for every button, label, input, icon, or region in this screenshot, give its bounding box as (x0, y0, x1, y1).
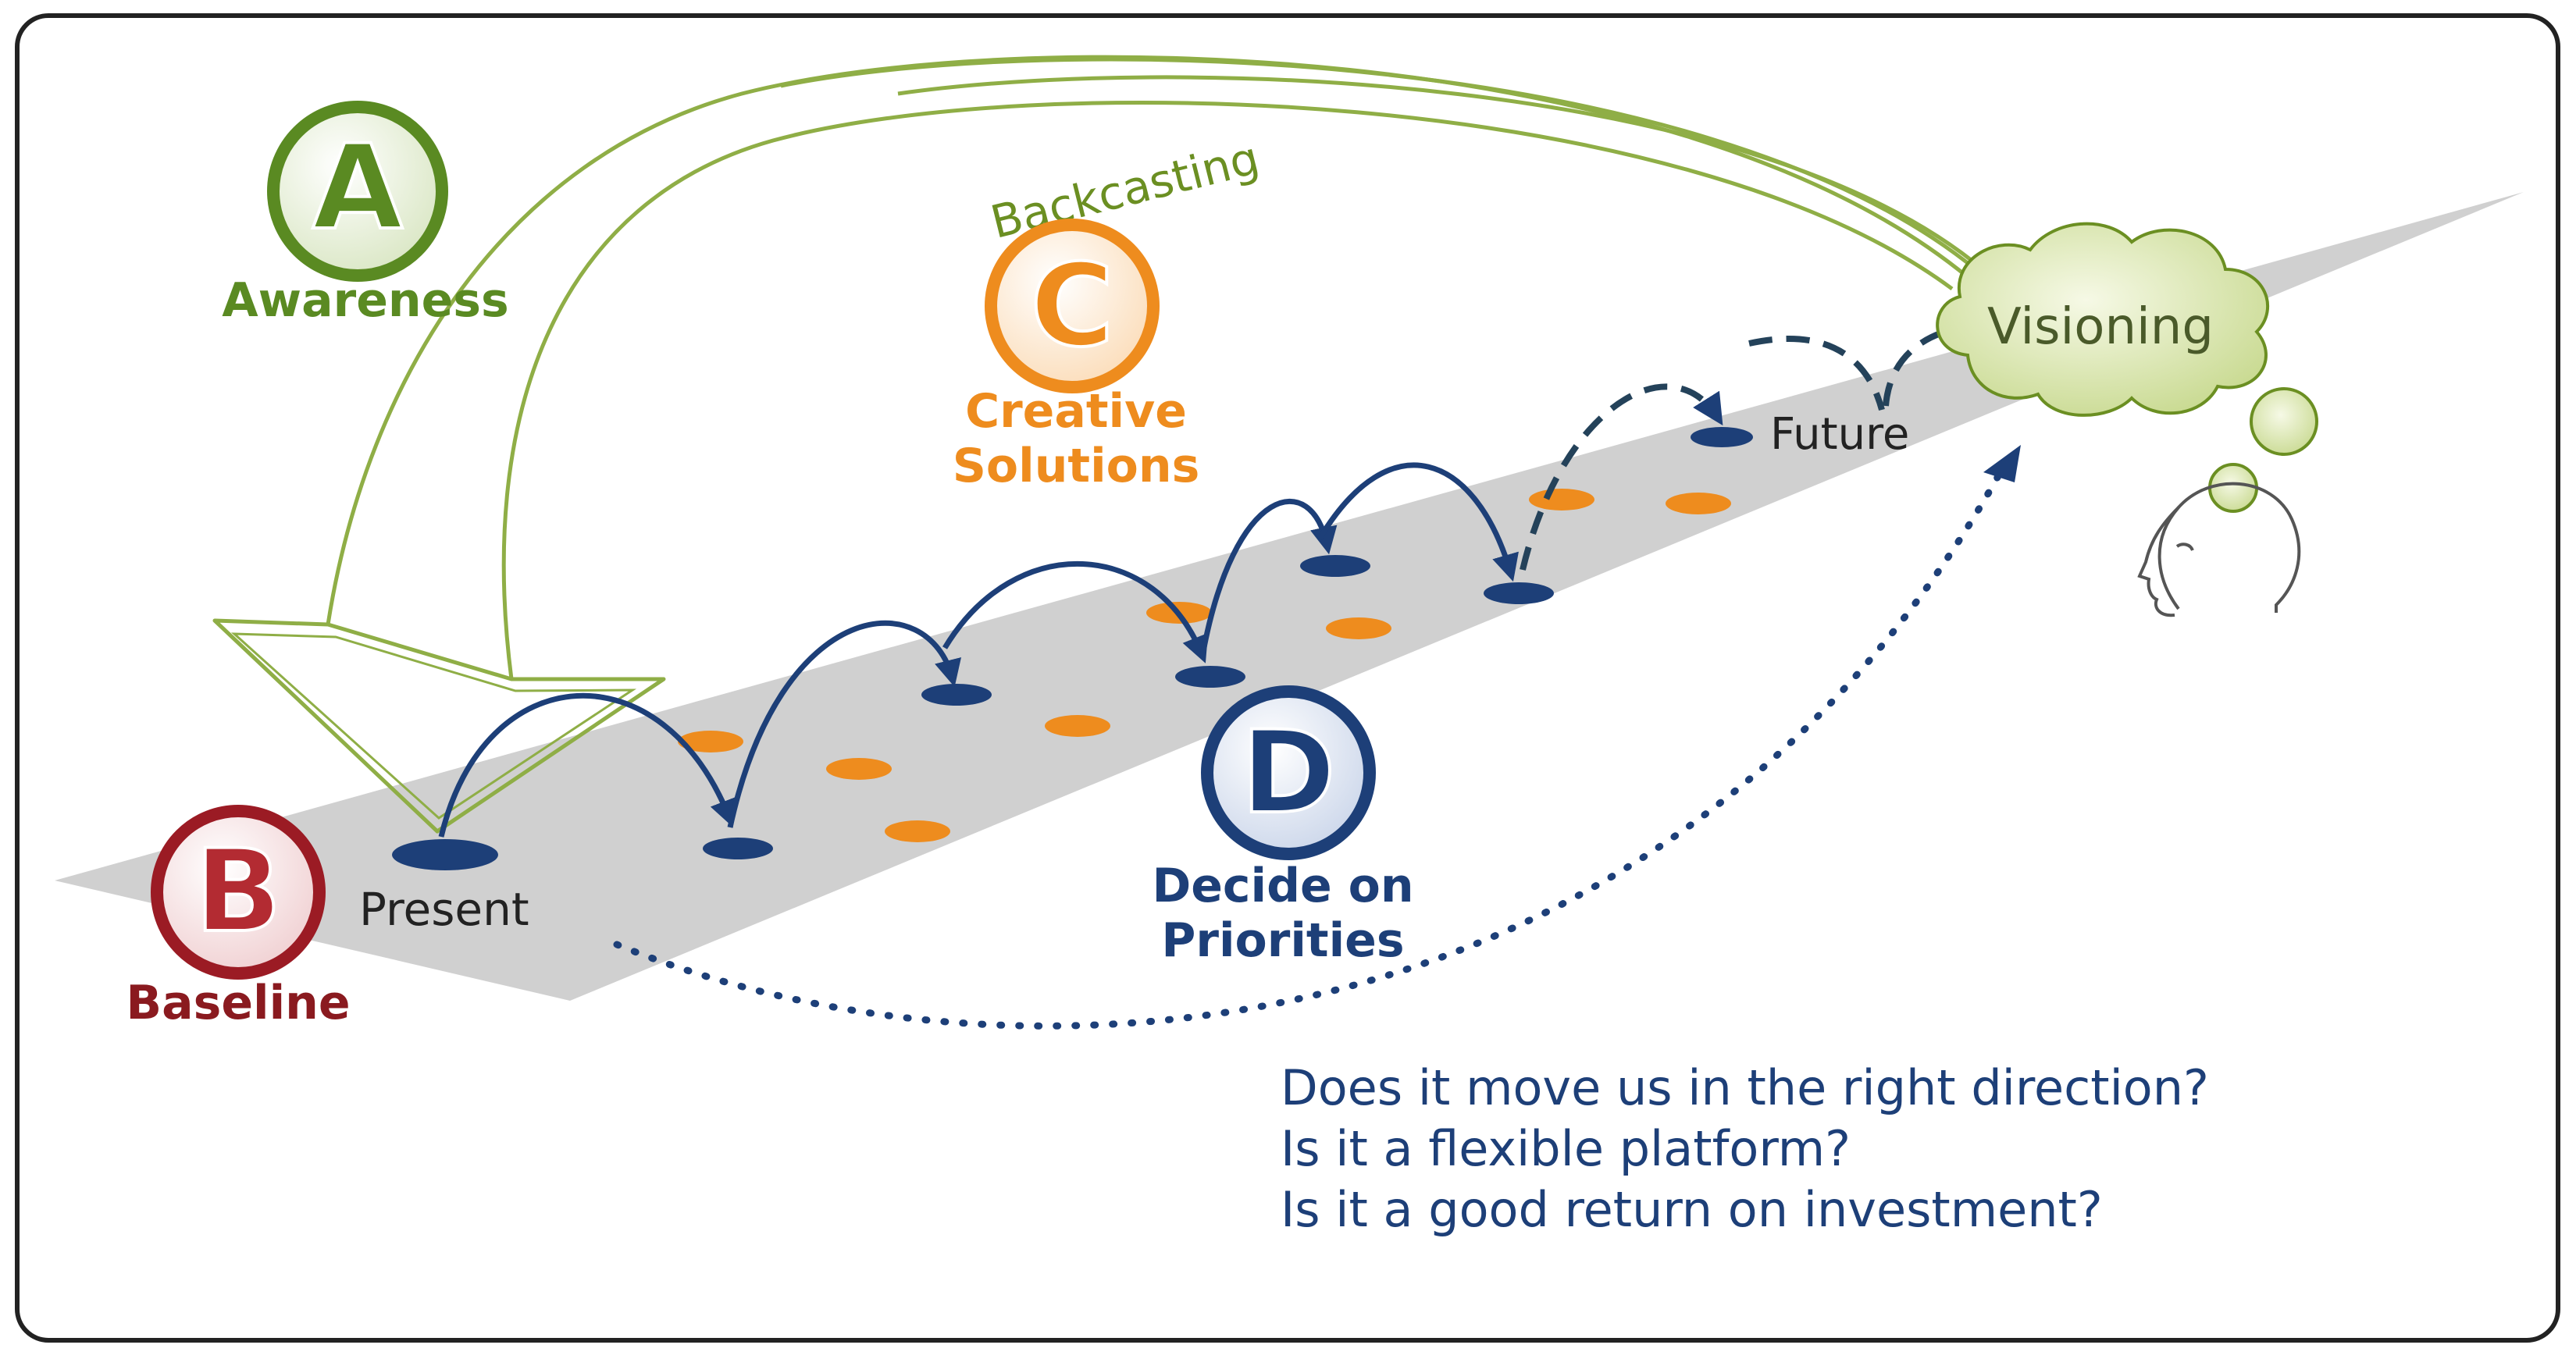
orange-dot (1666, 493, 1731, 514)
orange-dots (678, 489, 1731, 842)
dashed-arc (1520, 383, 1723, 571)
navy-dots (392, 427, 1753, 870)
step-d-badge: D (1201, 685, 1376, 860)
person-head-icon (2137, 482, 2301, 617)
orange-dot (678, 731, 743, 752)
orange-dot (826, 758, 892, 780)
question-3: Is it a good return on investment? (1281, 1181, 2103, 1238)
step-d-label-line1: Decide on (1152, 859, 1413, 913)
step-c-letter: C (1030, 240, 1113, 372)
step-b-label: Baseline (126, 976, 350, 1030)
jump-arc (942, 560, 1209, 663)
step-dot (1300, 555, 1370, 577)
step-dot (1484, 582, 1554, 604)
step-b-letter: B (194, 825, 281, 958)
step-d-label-line2: Priorities (1161, 913, 1404, 968)
orange-dot (1045, 715, 1110, 737)
thought-cloud-icon (1936, 222, 2318, 513)
question-2: Is it a flexible platform? (1281, 1120, 1851, 1177)
step-dot (1175, 666, 1245, 688)
visioning-label: Visioning (1987, 298, 2214, 356)
dotted-arc (613, 457, 2011, 1030)
step-c-badge: C (985, 219, 1160, 393)
jump-arc (727, 620, 961, 828)
step-dot (703, 838, 773, 859)
jump-arc (1199, 498, 1338, 656)
orange-dot (885, 820, 950, 842)
question-1: Does it move us in the right direction? (1281, 1059, 2209, 1116)
present-label: Present (359, 883, 529, 936)
path-wedge (55, 192, 2524, 1001)
dashed-arc (1748, 335, 1885, 411)
step-b-badge: B (151, 805, 326, 980)
step-a-label: Awareness (222, 273, 508, 328)
dashed-arcs (1520, 325, 1961, 571)
backcasting-arrow (212, 55, 1989, 834)
dashed-arc (1883, 325, 1961, 407)
jump-arc (1317, 462, 1519, 582)
orange-dot (1529, 489, 1594, 511)
step-d-letter: D (1241, 706, 1335, 839)
jump-arc (438, 692, 736, 838)
future-dot (1691, 427, 1753, 447)
step-c-label-line2: Solutions (953, 439, 1200, 493)
step-a-badge: A (267, 101, 448, 282)
orange-dot (1326, 617, 1391, 639)
future-label: Future (1770, 409, 1909, 460)
step-a-letter: A (312, 120, 403, 256)
step-dot (921, 684, 992, 706)
step-c-label-line1: Creative (965, 384, 1187, 439)
dotted-arrowhead (1983, 445, 2021, 482)
jump-arcs (438, 462, 1519, 838)
present-dot (392, 839, 498, 870)
